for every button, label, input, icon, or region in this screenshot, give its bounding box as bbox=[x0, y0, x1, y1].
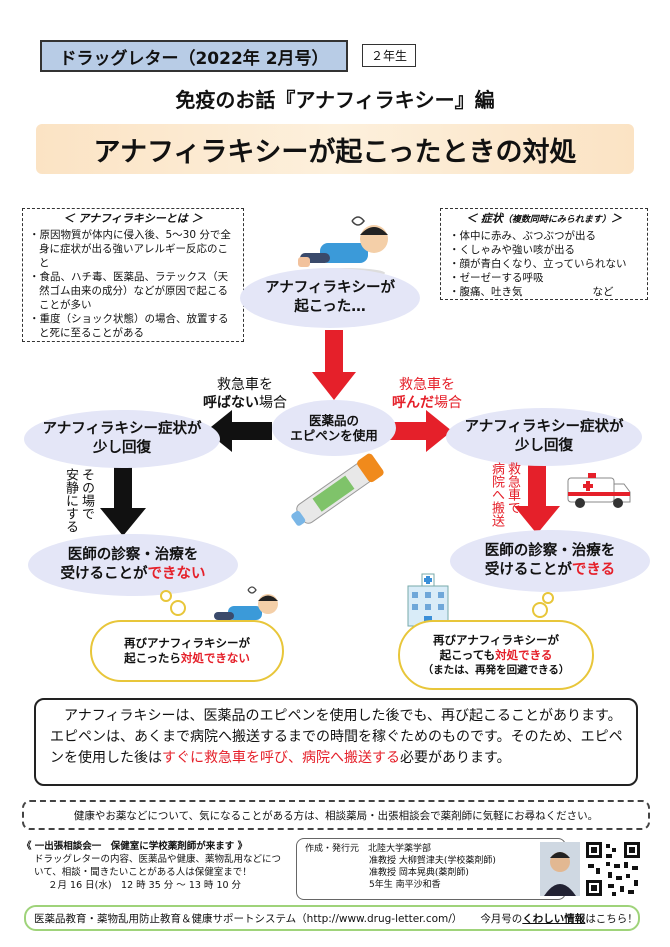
consult-body: ドラッグレターの内容、医薬品や健康、薬物乱用などについて、相談・聞きたいことがあ… bbox=[34, 854, 282, 878]
arrow-left bbox=[232, 422, 272, 440]
symptoms-etc: など bbox=[592, 286, 614, 298]
right-result-ellipse: 医師の診察・治療を受けることができる bbox=[450, 530, 650, 592]
symptoms-title: ＜ 症状 bbox=[466, 212, 503, 225]
consult-date: ２月 16 日(水) 12 時 35 分 ～ 13 時 10 分 bbox=[48, 880, 242, 891]
about-item: ・食品、ハチ毒、医薬品、ラテックス（天然ゴム由来の成分）などが原因で起こることが… bbox=[29, 271, 229, 311]
arrow-left-head bbox=[206, 410, 232, 452]
page-subtitle: 免疫のお話『アナフィラキシー』編 bbox=[175, 88, 495, 112]
about-item: ・原因物質が体内に侵入後、5～30 分で全身に症状が出る強いアレルギー反応のこと bbox=[29, 229, 231, 269]
about-anaphylaxis-box: ＜ アナフィラキシーとは ＞ ・原因物質が体内に侵入後、5～30 分で全身に症状… bbox=[22, 208, 244, 342]
left-recover-ellipse: アナフィラキシー症状が少し回復 bbox=[24, 410, 220, 468]
arrow-down-center bbox=[325, 330, 343, 374]
left-vertical-note: その場で安静にする bbox=[63, 468, 94, 533]
thought-dots bbox=[160, 590, 554, 618]
consult-title: 《 一出張相談会一 保健室に学校薬剤師が来ます 》 bbox=[22, 841, 248, 852]
occurred-line1: アナフィラキシーが bbox=[265, 280, 395, 296]
footer-text: 医薬品教育・薬物乱用防止教育＆健康サポートシステム（http://www.dru… bbox=[34, 912, 463, 925]
left-result-ellipse: 医師の診察・治療を受けることができない bbox=[28, 534, 238, 596]
arrow-right-head bbox=[426, 410, 452, 452]
symptom-item: ・体中に赤み、ぶつぶつが出る bbox=[449, 230, 596, 242]
arrow-right bbox=[390, 422, 426, 440]
right-vertical-note: 救急車で病院へ搬送 bbox=[489, 462, 520, 527]
symptoms-title-end: ＞ bbox=[610, 212, 622, 225]
about-item: ・重度（ショック状態）の場合、放置すると死に至ることがある bbox=[29, 313, 229, 339]
newsletter-title: ドラッグレター（2022年 2月号） bbox=[40, 40, 348, 72]
footer-bar: 医薬品教育・薬物乱用防止教育＆健康サポートシステム（http://www.dru… bbox=[24, 905, 640, 931]
qr-code-icon[interactable] bbox=[584, 840, 642, 898]
right-cloud: 再びアナフィラキシーが 起こっても対処できる （または、再発を回避できる） bbox=[398, 620, 594, 690]
arrow-down-right-head bbox=[514, 506, 560, 534]
symptom-item: ・くしゃみや強い咳が出る bbox=[449, 244, 575, 256]
right-recover-ellipse: アナフィラキシー症状が少し回復 bbox=[446, 408, 642, 466]
summary-box: アナフィラキシーは、医薬品のエピペンを使用した後でも、再び起こることがあります。… bbox=[34, 698, 638, 786]
epipen-ellipse: 医薬品のエピペンを使用 bbox=[272, 400, 396, 456]
footer-post: はこちら！ bbox=[585, 912, 638, 925]
anaphylaxis-occurred-ellipse: アナフィラキシーが起こった… bbox=[240, 268, 420, 328]
details-link[interactable]: くわしい情報 bbox=[522, 912, 586, 925]
grade-badge: ２年生 bbox=[362, 44, 417, 67]
arrow-down-left-head bbox=[100, 508, 146, 536]
photo-avatar bbox=[540, 842, 580, 896]
main-banner: アナフィラキシーが起こったときの対処 bbox=[36, 124, 634, 174]
left-cloud: 再びアナフィラキシーが 起こったら対処できない bbox=[90, 620, 284, 682]
arrow-down-left bbox=[114, 465, 132, 511]
ambulance-icon bbox=[567, 473, 631, 508]
left-branch-label: 救急車を 呼ばない場合 bbox=[203, 377, 287, 411]
flow-arrows bbox=[100, 330, 560, 536]
symptom-item: ・ゼーゼーする呼吸 bbox=[449, 272, 544, 284]
arrow-down-center-head bbox=[312, 372, 356, 400]
consult-notice: 健康やお薬などについて、気になることがある方は、相談薬局・出張相談会で薬剤師に気… bbox=[22, 800, 650, 830]
occurred-line2: 起こった… bbox=[294, 299, 366, 315]
consult-session: 《 一出張相談会一 保健室に学校薬剤師が来ます 》 ドラッグレターの内容、医薬品… bbox=[22, 840, 290, 894]
fainted-person-icon bbox=[214, 586, 278, 620]
symptoms-title-note: （複数同時にみられます） bbox=[502, 215, 611, 225]
epipen-icon bbox=[291, 453, 384, 526]
about-title: ＜ アナフィラキシーとは ＞ bbox=[63, 212, 203, 225]
symptom-item: ・腹痛、吐き気など bbox=[449, 286, 614, 298]
arrow-down-right bbox=[528, 462, 546, 508]
footer-pre: 今月号の bbox=[480, 912, 523, 925]
issuer-box: 作成・発行元 北陸大学薬学部 准教授 大柳賀津夫(学校薬剤師) 准教授 岡本晃典… bbox=[296, 838, 566, 900]
right-branch-label: 救急車を 呼んだ場合 bbox=[392, 377, 462, 411]
symptoms-box: ＜ 症状（複数同時にみられます）＞ ・体中に赤み、ぶつぶつが出る ・くしゃみや強… bbox=[440, 208, 648, 300]
symptom-item: ・顔が青白くなり、立っていられない bbox=[449, 258, 627, 270]
